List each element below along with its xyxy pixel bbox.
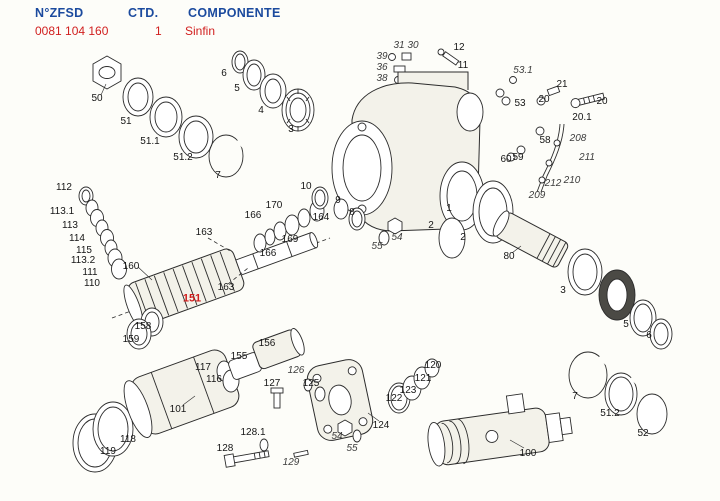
- washer-stack-left-drawing: [78, 186, 127, 280]
- value-zfsd: 0081 104 160: [35, 24, 109, 38]
- parts-table-header: N°ZFSD CTD. COMPONENTE 0081 104 160 1 Si…: [0, 0, 720, 40]
- fittings-top-right-drawing: [495, 76, 605, 193]
- value-componente: Sinfin: [185, 24, 216, 38]
- leader-163a: [207, 237, 233, 253]
- column-componente: COMPONENTE: [188, 6, 281, 20]
- bearing-chain-top-drawing: [231, 50, 315, 132]
- shaft-rings-mid-drawing: [253, 186, 366, 253]
- column-ctd: CTD.: [128, 6, 159, 20]
- leader-163b: [227, 267, 249, 285]
- plug-54-55-drawing: [378, 217, 403, 246]
- nut-50-drawing: [92, 55, 122, 90]
- pin-11-12-drawing: [437, 48, 460, 66]
- steering-screw-80-drawing: [438, 180, 569, 268]
- worm-shaft-drawing: [123, 232, 319, 328]
- seal-rings-51-drawing: [122, 77, 247, 178]
- bearing-set-right-drawing: [567, 248, 673, 350]
- bolts-bottom-drawing: [223, 387, 362, 468]
- leader-lines: [100, 83, 525, 449]
- snap-rings-lower-right-drawing: [568, 351, 668, 435]
- valve-assembly-100-drawing: [427, 393, 573, 467]
- housing-drawing: [331, 71, 485, 232]
- column-zfsd: N°ZFSD: [35, 6, 84, 20]
- valve-cover-124-drawing: [303, 358, 440, 441]
- piston-housing-101-drawing: [72, 328, 305, 473]
- rings-158-159-drawing: [126, 307, 164, 350]
- value-ctd: 1: [155, 24, 162, 38]
